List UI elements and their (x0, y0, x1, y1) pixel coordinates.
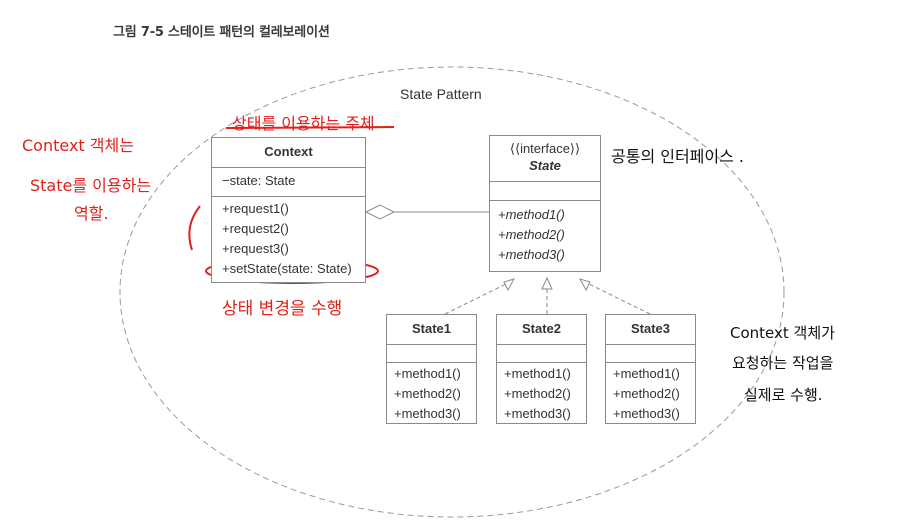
figure-caption: 그림 7-5 스테이트 패턴의 컬레보레이션 (113, 25, 330, 40)
state2-methods: +method1() +method2() +method3() (497, 362, 586, 424)
aggregation-diamond (364, 204, 396, 220)
context-attributes: −state: State (212, 167, 365, 196)
context-method: +request1() (222, 201, 289, 216)
state1-method: +method3() (394, 406, 461, 421)
collaboration-ellipse (119, 66, 785, 518)
annotation-context-role-3: 역할. (74, 204, 109, 223)
context-class: Context −state: State +request1() +reque… (211, 137, 366, 283)
realization-line-state1 (444, 281, 511, 315)
interface-name: State (529, 158, 561, 173)
state3-method: +method1() (613, 366, 680, 381)
state3-name: State3 (630, 321, 671, 336)
state1-empty-attrs (387, 344, 476, 362)
realization-arrowhead-state2 (541, 276, 553, 290)
state3-method: +method3() (613, 406, 680, 421)
state3-empty-attrs (606, 344, 695, 362)
state2-method: +method3() (504, 406, 571, 421)
interface-method: +method1() (498, 207, 565, 222)
annotation-top-note: 상태를 이용하는 주체 (232, 114, 375, 133)
annotation-bracket (188, 205, 201, 251)
state1-methods: +method1() +method2() +method3() (387, 362, 476, 424)
annotation-underline (225, 126, 395, 129)
state1-class: State1 +method1() +method2() +method3() (386, 314, 477, 424)
state-interface: ⟨⟨interface⟩⟩ State +method1() +method2(… (489, 135, 601, 272)
interface-stereotype: ⟨⟨interface⟩⟩ (509, 141, 581, 156)
interface-method: +method2() (498, 227, 565, 242)
realization-arrowhead-state1 (503, 278, 516, 292)
context-attribute: −state: State (222, 173, 296, 188)
state2-name: State2 (521, 321, 562, 336)
context-methods: +request1() +request2() +request3() +set… (212, 196, 365, 279)
realization-line-state3 (584, 281, 651, 315)
context-method: +request3() (222, 241, 289, 256)
context-method: +request2() (222, 221, 289, 236)
diagram-title: State Pattern (400, 86, 482, 102)
interface-method: +method3() (498, 247, 565, 262)
state2-method: +method2() (504, 386, 571, 401)
context-method: +setState(state: State) (222, 261, 352, 276)
state2-method: +method1() (504, 366, 571, 381)
state3-class: State3 +method1() +method2() +method3() (605, 314, 696, 424)
annotation-context-role-2: State를 이용하는 (30, 176, 152, 195)
annotation-context-role-1: Context 객체는 (22, 136, 134, 155)
state3-methods: +method1() +method2() +method3() (606, 362, 695, 424)
annotation-concrete-note-1: Context 객체가 (730, 324, 835, 342)
annotation-concrete-note-2: 요청하는 작업을 (732, 354, 834, 372)
realization-arrowhead-state3 (578, 278, 591, 292)
annotation-concrete-note-3: 실제로 수행. (744, 386, 823, 404)
state1-method: +method2() (394, 386, 461, 401)
state3-method: +method2() (613, 386, 680, 401)
state1-method: +method1() (394, 366, 461, 381)
interface-methods: +method1() +method2() +method3() (490, 200, 600, 265)
annotation-interface-note: 공통의 인터페이스 . (611, 147, 745, 166)
state2-empty-attrs (497, 344, 586, 362)
state2-class: State2 +method1() +method2() +method3() (496, 314, 587, 424)
interface-empty-attrs (490, 181, 600, 200)
annotation-setstate-note: 상태 변경을 수행 (222, 299, 343, 319)
state1-name: State1 (411, 321, 452, 336)
context-class-name: Context (264, 144, 313, 159)
